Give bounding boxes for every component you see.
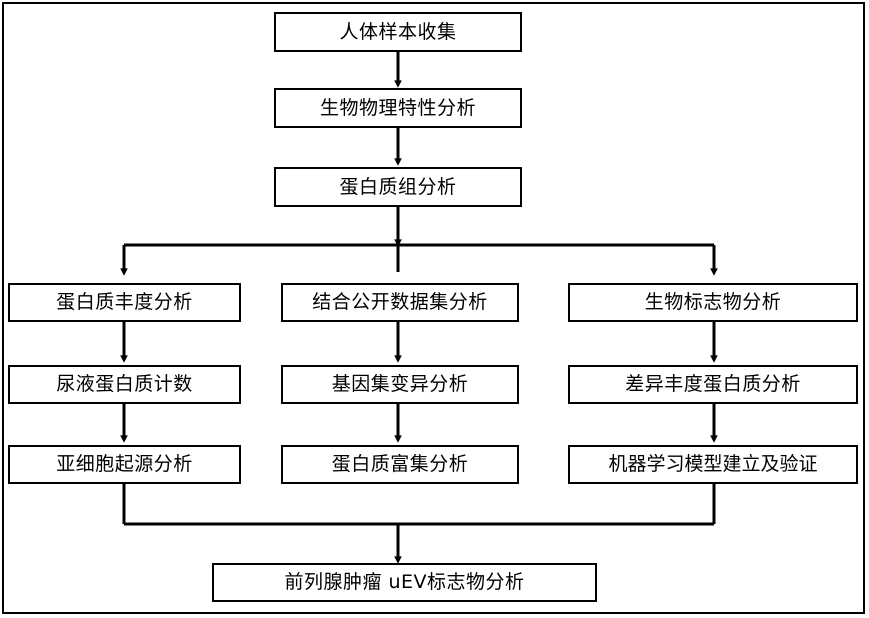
node-urine-protein-count-label: 尿液蛋白质计数 (56, 373, 193, 395)
node-protein-enrichment-label: 蛋白质富集分析 (331, 453, 469, 475)
node-public-dataset-label: 结合公开数据集分析 (312, 291, 488, 313)
node-public-dataset[interactable]: 结合公开数据集分析 (281, 283, 519, 322)
node-proteomic-analysis[interactable]: 蛋白质组分析 (274, 167, 522, 207)
node-sample-collection-label: 人体样本收集 (339, 20, 457, 43)
node-urine-protein-count[interactable]: 尿液蛋白质计数 (8, 365, 241, 404)
node-subcellular-origin[interactable]: 亚细胞起源分析 (8, 445, 241, 484)
node-protein-enrichment[interactable]: 蛋白质富集分析 (281, 445, 519, 484)
node-ml-model-label: 机器学习模型建立及验证 (608, 453, 818, 475)
node-biomarker-analysis-label: 生物标志物分析 (644, 291, 782, 313)
node-subcellular-origin-label: 亚细胞起源分析 (56, 453, 193, 475)
node-final-output[interactable]: 前列腺肿瘤 uEV标志物分析 (212, 563, 597, 602)
node-sample-collection[interactable]: 人体样本收集 (274, 12, 522, 52)
node-protein-abundance[interactable]: 蛋白质丰度分析 (8, 283, 241, 322)
node-final-output-label: 前列腺肿瘤 uEV标志物分析 (284, 571, 525, 593)
node-gene-set-variation-label: 基因集变异分析 (331, 373, 469, 395)
node-biophysical-analysis[interactable]: 生物物理特性分析 (274, 88, 522, 128)
node-differential-abundance[interactable]: 差异丰度蛋白质分析 (568, 365, 858, 404)
node-gene-set-variation[interactable]: 基因集变异分析 (281, 365, 519, 404)
node-biomarker-analysis[interactable]: 生物标志物分析 (568, 283, 858, 322)
node-ml-model[interactable]: 机器学习模型建立及验证 (568, 445, 858, 484)
node-proteomic-analysis-label: 蛋白质组分析 (339, 175, 457, 198)
node-biophysical-analysis-label: 生物物理特性分析 (319, 96, 476, 119)
node-differential-abundance-label: 差异丰度蛋白质分析 (625, 373, 801, 395)
node-protein-abundance-label: 蛋白质丰度分析 (56, 291, 193, 313)
